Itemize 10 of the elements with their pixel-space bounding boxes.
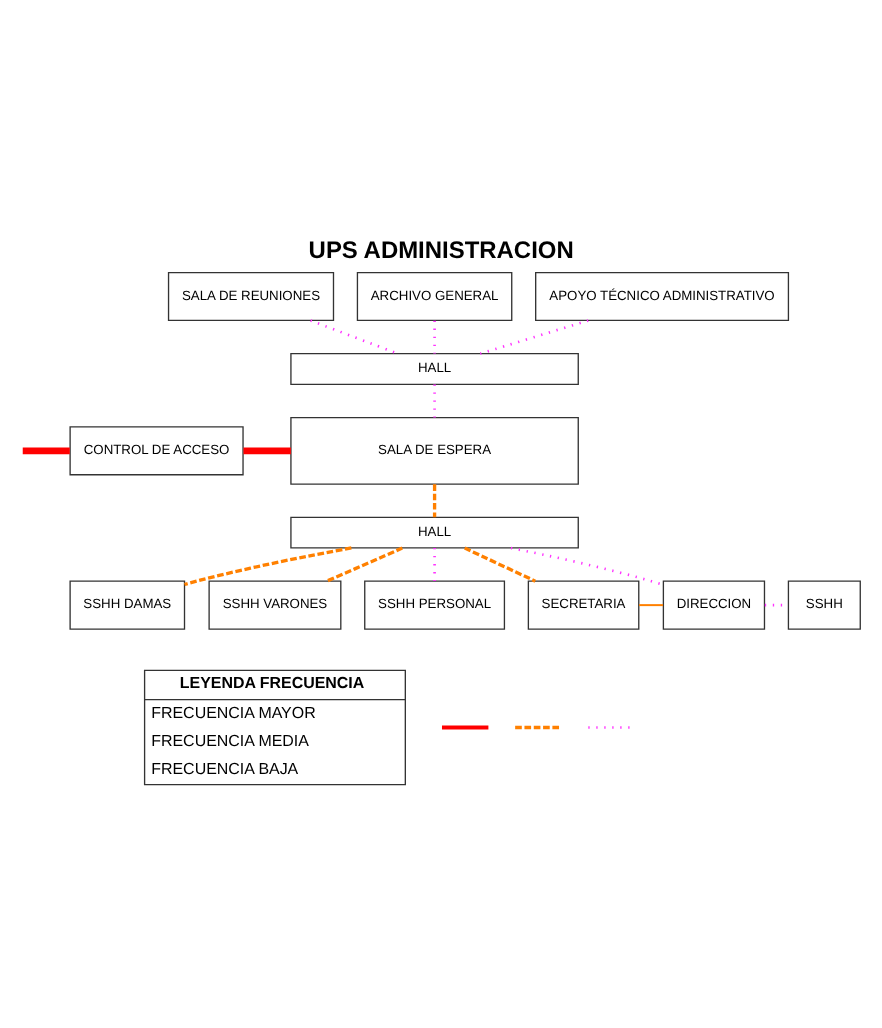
connector (310, 319, 399, 355)
connector (22, 447, 70, 455)
diagram-title: UPS ADMINISTRACION (308, 236, 574, 265)
connector (326, 546, 403, 583)
connector (184, 546, 352, 587)
connector (243, 447, 291, 455)
connector (464, 546, 536, 583)
connector (638, 604, 665, 607)
connector (432, 484, 437, 518)
connector (510, 546, 664, 587)
